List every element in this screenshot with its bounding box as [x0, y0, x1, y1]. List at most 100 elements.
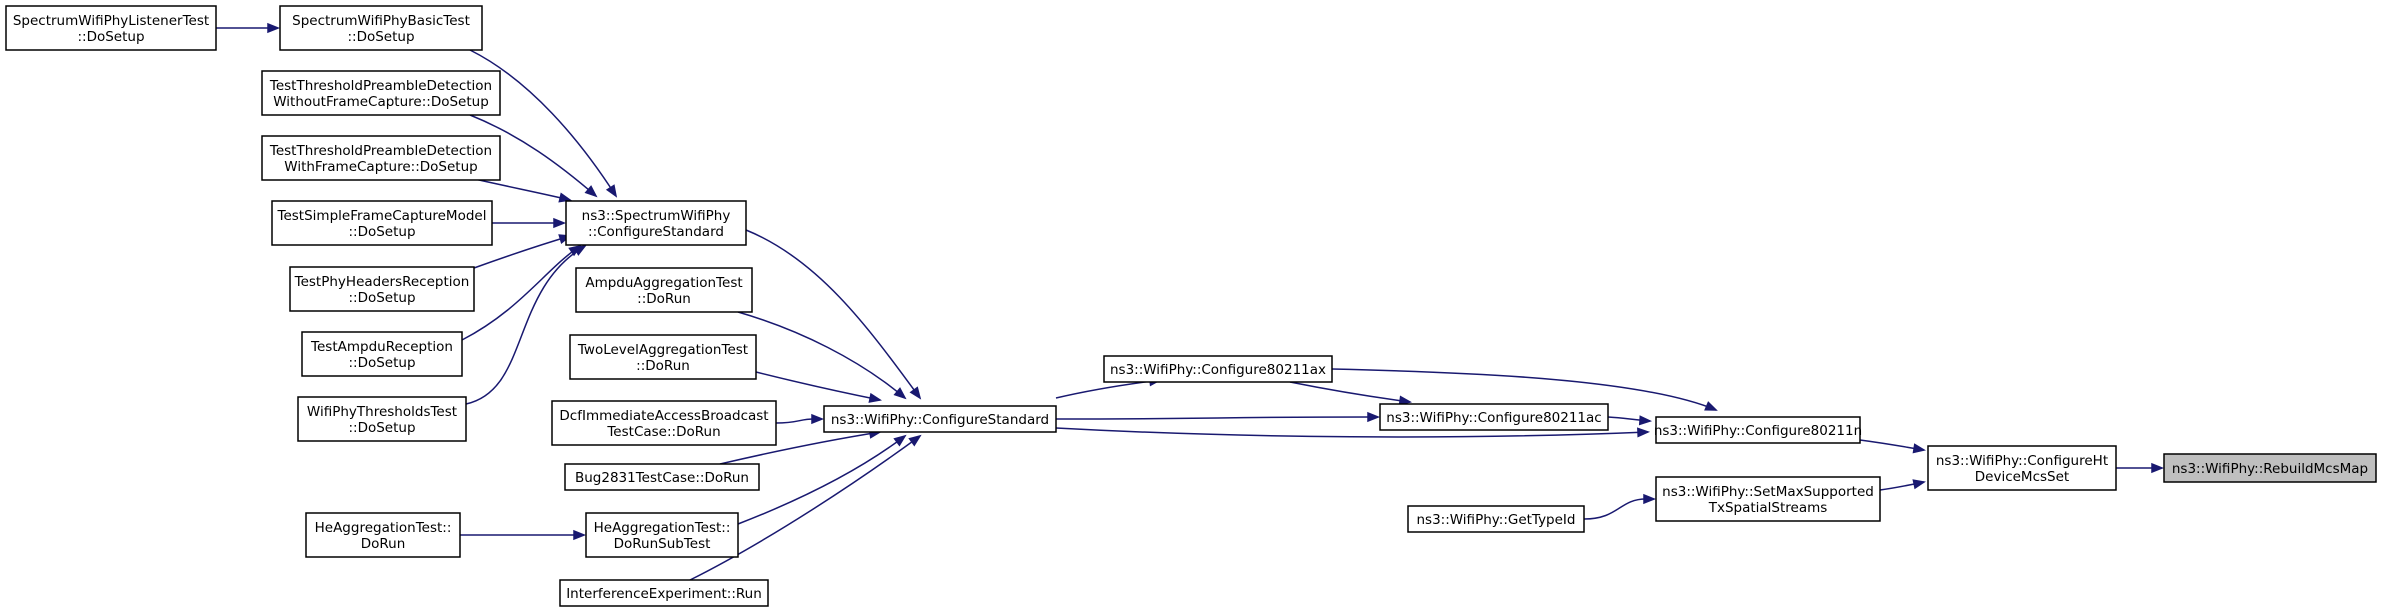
node-specStd[interactable]: ns3::SpectrumWifiPhy::ConfigureStandard: [565, 200, 747, 246]
node-label: ::DoRun: [636, 358, 690, 374]
edge-arrowhead: [573, 529, 587, 541]
node-label: ns3::WifiPhy::ConfigureStandard: [831, 412, 1049, 428]
node-label: TestPhyHeadersReception: [294, 274, 470, 290]
node-setMax[interactable]: ns3::WifiPhy::SetMaxSupportedTxSpatialSt…: [1655, 476, 1881, 522]
edge-specStd-to-cfgStd: [745, 229, 922, 400]
node-label: SpectrumWifiPhyListenerTest: [13, 13, 209, 29]
edge-arrowhead: [1637, 427, 1651, 438]
node-box: [1103, 355, 1333, 383]
node-thresholds[interactable]: WifiPhyThresholdsTest::DoSetup: [297, 396, 467, 442]
node-label: WithFrameCapture::DoSetup: [284, 159, 477, 175]
node-rebuild: ns3::WifiPhy::RebuildMcsMap: [2163, 453, 2377, 483]
node-label: TestAmpduReception: [310, 339, 453, 355]
edge-arrowhead: [573, 244, 587, 256]
edge-arrowhead: [558, 192, 572, 203]
node-phyHeaders[interactable]: TestPhyHeadersReception::DoSetup: [289, 266, 475, 312]
node-box: [551, 400, 777, 446]
node-tpdWith[interactable]: TestThresholdPreambleDetectionWithFrameC…: [261, 135, 501, 181]
edge-line: [469, 177, 571, 201]
node-label: ::ConfigureStandard: [588, 224, 724, 240]
edge-cfg11n-to-cfgHt: [1859, 439, 1926, 454]
edge-twoLevel-to-cfgStd: [755, 371, 882, 403]
edge-specBasic-to-specStd: [469, 49, 618, 198]
edge-heRun-to-heSub: [460, 529, 587, 541]
node-box: [305, 512, 461, 558]
node-label: WifiPhyThresholdsTest: [307, 404, 457, 420]
node-box: [2163, 453, 2377, 483]
node-label: ::DoSetup: [77, 29, 144, 45]
node-specListener[interactable]: SpectrumWifiPhyListenerTest::DoSetup: [5, 5, 217, 51]
node-label: InterferenceExperiment::Run: [566, 586, 762, 602]
node-box: [569, 334, 757, 380]
node-label: DoRun: [361, 536, 406, 552]
node-cfg11n[interactable]: ns3::WifiPhy::Configure80211n: [1654, 416, 1862, 444]
node-label: ns3::WifiPhy::RebuildMcsMap: [2172, 461, 2368, 477]
node-cfgStd[interactable]: ns3::WifiPhy::ConfigureStandard: [823, 405, 1057, 433]
edge-interf-to-cfgStd: [689, 434, 922, 581]
node-bug[interactable]: Bug2831TestCase::DoRun: [564, 463, 760, 491]
node-label: SpectrumWifiPhyBasicTest: [292, 13, 470, 29]
node-simpleCap[interactable]: TestSimpleFrameCaptureModel::DoSetup: [271, 200, 493, 246]
edge-arrowhead: [1912, 443, 1926, 454]
edge-tpdWith-to-specStd: [469, 177, 572, 203]
edge-thresholds-to-specStd: [465, 244, 587, 405]
node-box: [1407, 505, 1585, 533]
edge-line: [469, 49, 617, 197]
node-box: [297, 396, 467, 442]
node-ampdu[interactable]: AmpduAggregationTest::DoRun: [575, 267, 753, 313]
node-label: ns3::WifiPhy::Configure80211n: [1654, 423, 1862, 439]
edge-arrowhead: [1912, 479, 1926, 490]
node-box: [565, 200, 747, 246]
edge-arrowhead: [1704, 401, 1718, 411]
node-ampduRx[interactable]: TestAmpduReception::DoSetup: [301, 331, 463, 377]
node-box: [575, 267, 753, 313]
node-label: ::DoSetup: [347, 29, 414, 45]
node-label: ns3::WifiPhy::Configure80211ax: [1110, 362, 1326, 378]
edge-arrowhead: [584, 185, 598, 198]
node-dcf[interactable]: DcfImmediateAccessBroadcastTestCase::DoR…: [551, 400, 777, 446]
node-label: HeAggregationTest::: [594, 520, 731, 536]
node-label: HeAggregationTest::: [315, 520, 452, 536]
node-box: [1379, 403, 1609, 431]
edge-line: [775, 418, 815, 424]
node-heSub[interactable]: HeAggregationTest::DoRunSubTest: [585, 512, 739, 558]
node-cfg11ac[interactable]: ns3::WifiPhy::Configure80211ac: [1379, 403, 1609, 431]
node-label: DeviceMcsSet: [1975, 469, 2069, 485]
node-getType[interactable]: ns3::WifiPhy::GetTypeId: [1407, 505, 1585, 533]
edge-line: [745, 229, 921, 399]
edge-simpleCap-to-specStd: [491, 217, 567, 229]
node-label: ::DoRun: [637, 291, 691, 307]
edge-cfgStd-to-cfg11ac: [1055, 411, 1381, 423]
edge-line: [1289, 381, 1411, 403]
node-label: TestCase::DoRun: [606, 424, 720, 440]
edge-line: [755, 371, 881, 401]
node-label: Bug2831TestCase::DoRun: [575, 470, 749, 486]
edge-line: [1331, 368, 1717, 411]
node-heRun[interactable]: HeAggregationTest::DoRun: [305, 512, 461, 558]
node-label: TwoLevelAggregationTest: [577, 342, 748, 358]
node-box: [823, 405, 1057, 433]
node-interf[interactable]: InterferenceExperiment::Run: [559, 579, 769, 607]
node-box: [1655, 476, 1881, 522]
node-label: ::DoSetup: [348, 224, 415, 240]
node-label: ::DoSetup: [348, 420, 415, 436]
node-box: [585, 512, 739, 558]
node-label: ns3::WifiPhy::SetMaxSupported: [1662, 484, 1874, 500]
node-label: TxSpatialStreams: [1708, 500, 1828, 516]
node-label: ns3::WifiPhy::ConfigureHt: [1936, 453, 2108, 469]
node-label: ::DoSetup: [348, 355, 415, 371]
node-specBasic[interactable]: SpectrumWifiPhyBasicTest::DoSetup: [279, 5, 483, 51]
node-box: [279, 5, 483, 51]
node-label: ::DoSetup: [348, 290, 415, 306]
node-box: [5, 5, 217, 51]
edge-cfgStd-to-cfg11n: [1055, 427, 1651, 438]
node-label: ns3::SpectrumWifiPhy: [582, 208, 731, 224]
node-cfg11ax[interactable]: ns3::WifiPhy::Configure80211ax: [1103, 355, 1333, 383]
edge-arrowhead: [1638, 415, 1653, 426]
edge-line: [1055, 427, 1649, 438]
edge-line: [737, 435, 906, 525]
node-twoLevel[interactable]: TwoLevelAggregationTest::DoRun: [569, 334, 757, 380]
node-tpdWithout[interactable]: TestThresholdPreambleDetectionWithoutFra…: [261, 70, 501, 116]
